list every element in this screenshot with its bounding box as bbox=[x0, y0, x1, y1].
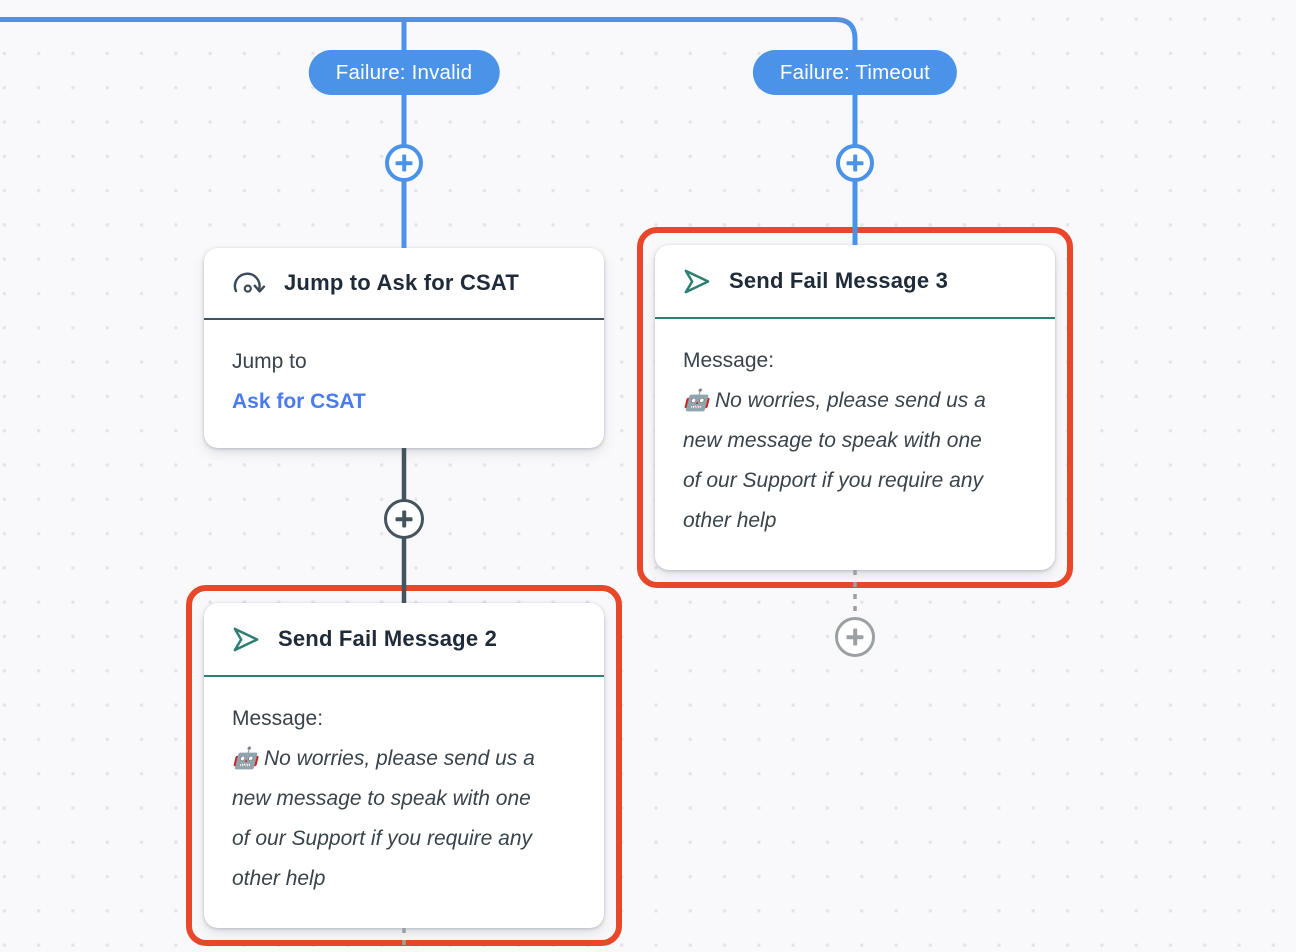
header-divider bbox=[204, 675, 604, 677]
node-body: Message: 🤖 No worries, please send us a … bbox=[655, 319, 1055, 565]
jump-field-label: Jump to bbox=[232, 350, 307, 373]
node-title: Jump to Ask for CSAT bbox=[284, 270, 520, 295]
selection-highlight-fail-message-2: Send Fail Message 2 Message: 🤖 No worrie… bbox=[186, 585, 622, 946]
node-send-fail-message-2[interactable]: Send Fail Message 2 Message: 🤖 No worrie… bbox=[204, 603, 604, 928]
node-header: Send Fail Message 2 bbox=[204, 603, 604, 675]
add-node-button-after-jump[interactable] bbox=[384, 499, 424, 539]
jump-arrow-icon bbox=[230, 268, 267, 299]
send-plane-icon bbox=[681, 266, 712, 297]
message-text: 🤖 No worries, please send us a new messa… bbox=[683, 389, 986, 532]
branch-label-failure-invalid: Failure: Invalid bbox=[308, 50, 500, 95]
add-node-button-timeout-branch[interactable] bbox=[836, 144, 874, 182]
add-node-button-invalid-branch[interactable] bbox=[385, 144, 423, 182]
node-body: Message: 🤖 No worries, please send us a … bbox=[204, 677, 604, 923]
branch-label-failure-timeout: Failure: Timeout bbox=[752, 50, 958, 95]
node-body: Jump to Ask for CSAT bbox=[204, 320, 604, 446]
message-field-label: Message: bbox=[232, 707, 324, 730]
node-send-fail-message-3[interactable]: Send Fail Message 3 Message: 🤖 No worrie… bbox=[655, 245, 1055, 570]
node-header: Send Fail Message 3 bbox=[655, 245, 1055, 317]
message-field-label: Message: bbox=[683, 349, 775, 372]
message-text: 🤖 No worries, please send us a new messa… bbox=[232, 747, 535, 890]
node-jump-to-ask-for-csat[interactable]: Jump to Ask for CSAT Jump to Ask for CSA… bbox=[204, 248, 604, 448]
send-plane-icon bbox=[230, 624, 261, 655]
node-title: Send Fail Message 2 bbox=[278, 626, 497, 651]
node-header: Jump to Ask for CSAT bbox=[204, 248, 604, 318]
header-divider bbox=[655, 317, 1055, 319]
node-title: Send Fail Message 3 bbox=[729, 268, 948, 293]
jump-target-link[interactable]: Ask for CSAT bbox=[232, 390, 366, 413]
header-divider bbox=[204, 318, 604, 320]
selection-highlight-fail-message-3: Send Fail Message 3 Message: 🤖 No worrie… bbox=[637, 227, 1073, 588]
add-node-button-after-fail-message-3[interactable] bbox=[835, 617, 875, 657]
